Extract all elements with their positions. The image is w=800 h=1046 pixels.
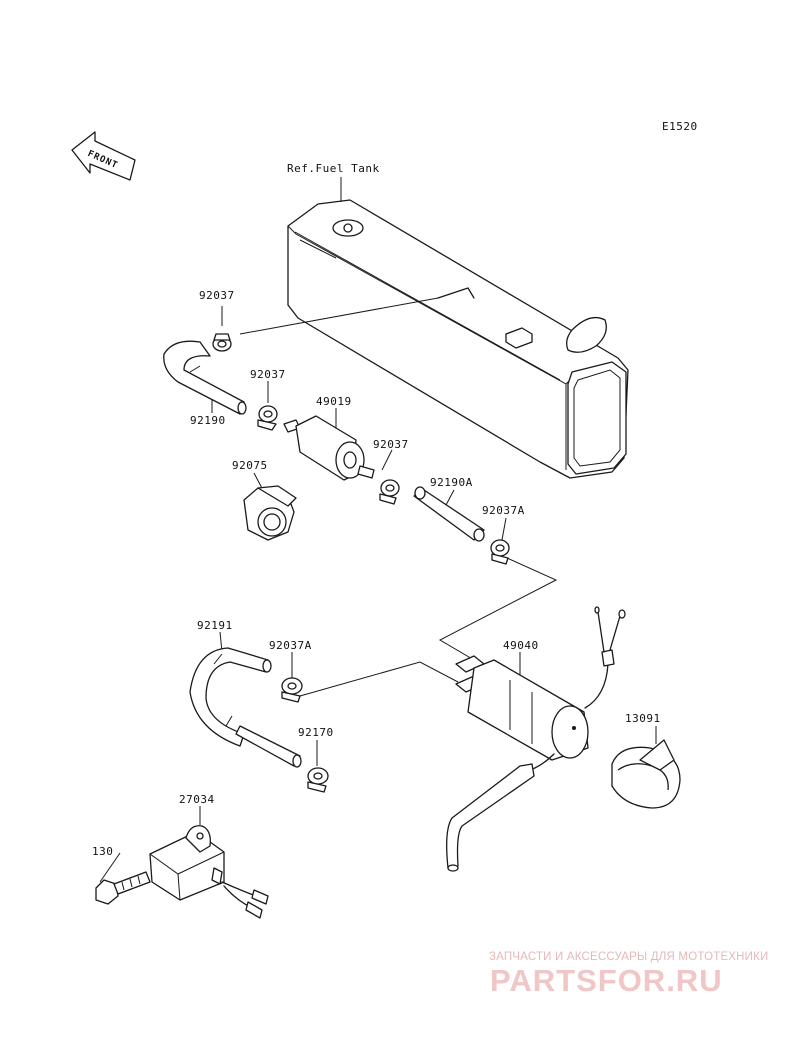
clamp-92037-second xyxy=(257,405,278,431)
hose-92190 xyxy=(163,340,247,415)
fuel-filter-49019 xyxy=(283,415,375,481)
clamp-92170 xyxy=(307,767,329,793)
part-number-band: 13091 xyxy=(625,712,661,725)
clamp-92037A-upper xyxy=(490,539,510,565)
part-number-hose-short: 92190 xyxy=(190,414,226,427)
watermark-caption: ЗАПЧАСТИ И АКСЕССУАРЫ ДЛЯ МОТОТЕХНИКИ xyxy=(489,951,769,963)
hose-92170 xyxy=(235,725,302,768)
part-number-clamp-filter-out: 92037 xyxy=(373,438,409,451)
relay-27034 xyxy=(149,825,269,919)
clamp-92037-filter-out xyxy=(379,479,400,505)
clamp-92037-top xyxy=(212,333,232,352)
part-number-relay: 27034 xyxy=(179,793,215,806)
part-number-clamp-a-lower: 92037A xyxy=(269,639,312,652)
fuel-pump-49040 xyxy=(455,606,626,773)
band-13091 xyxy=(611,739,681,809)
watermark-brand: PARTSFOR.RU xyxy=(490,963,723,998)
part-number-pump: 49040 xyxy=(503,639,539,652)
pump-outlet-hose xyxy=(446,763,535,872)
diagram-code: E1520 xyxy=(662,120,698,133)
hose-92190A xyxy=(413,486,485,542)
part-number-bolt: 130 xyxy=(92,845,114,858)
part-number-clamp-a-upper: 92037A xyxy=(482,504,525,517)
part-number-clamp-second: 92037 xyxy=(250,368,286,381)
part-number-holder: 92075 xyxy=(232,459,268,472)
holder-92075 xyxy=(243,485,297,541)
part-number-hose-a: 92190A xyxy=(430,476,473,489)
part-number-hose-bent: 92191 xyxy=(197,619,233,632)
reference-lines xyxy=(239,177,558,697)
fuel-tank xyxy=(287,199,629,479)
ref-fuel-tank-label: Ref.Fuel Tank xyxy=(287,162,380,175)
part-number-clamp-top: 92037 xyxy=(199,289,235,302)
front-arrow-icon xyxy=(71,131,136,181)
part-number-filter: 49019 xyxy=(316,395,352,408)
bolt-130 xyxy=(95,871,151,905)
part-number-hose-long: 92170 xyxy=(298,726,334,739)
hose-92191 xyxy=(189,647,272,747)
clamp-92037A-lower xyxy=(281,677,303,703)
